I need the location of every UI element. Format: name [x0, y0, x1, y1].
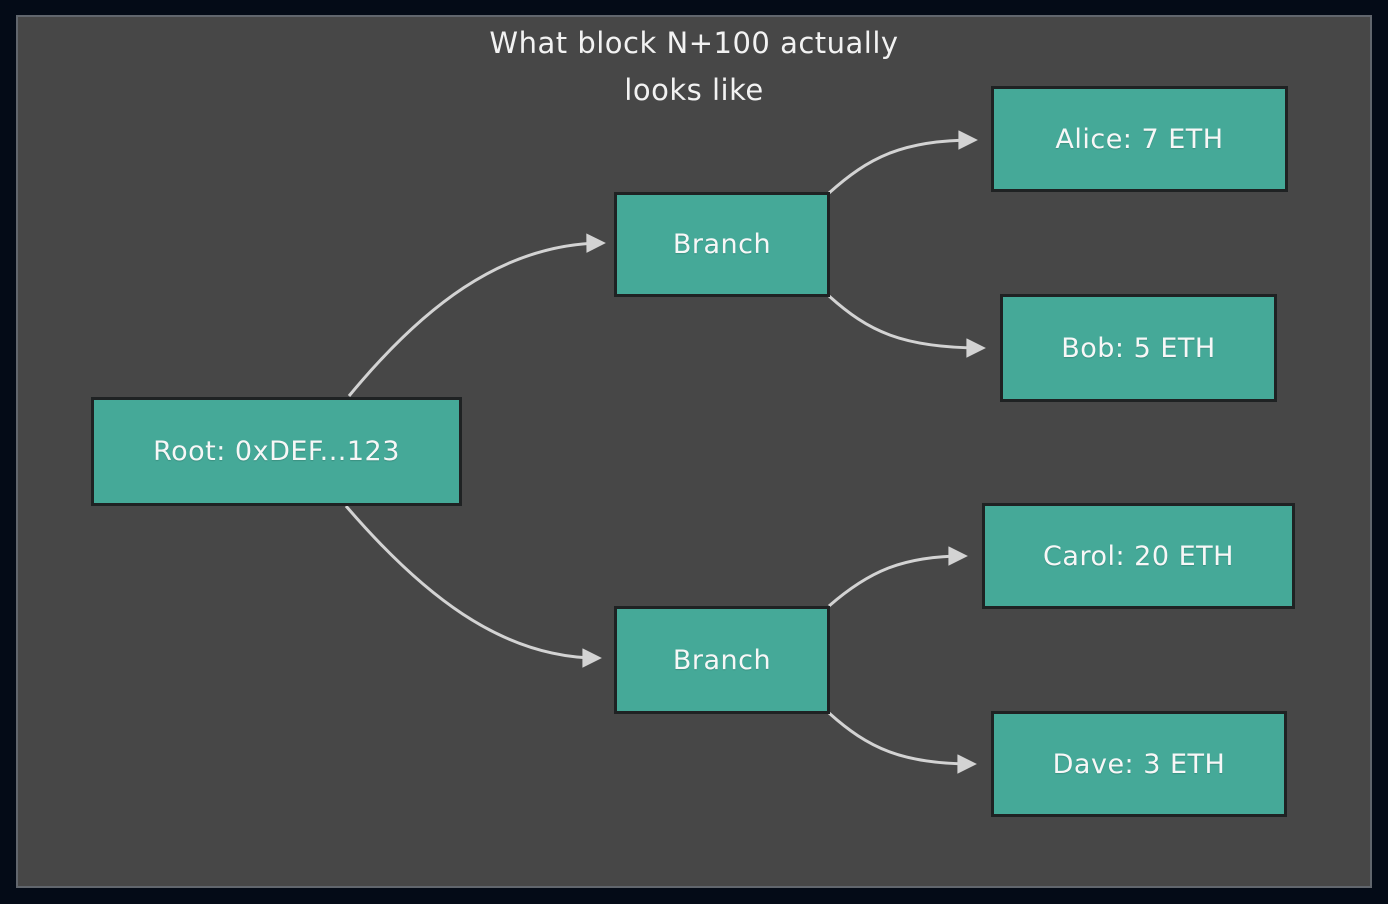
node-leaf-dave: Dave: 3 ETH — [991, 711, 1287, 817]
node-leaf-carol: Carol: 20 ETH — [982, 503, 1295, 609]
node-leaf-bob: Bob: 5 ETH — [1000, 294, 1277, 402]
node-branch-top: Branch — [614, 192, 830, 297]
node-branch-top-label: Branch — [672, 229, 772, 260]
node-leaf-bob-label: Bob: 5 ETH — [1061, 332, 1216, 364]
node-leaf-alice: Alice: 7 ETH — [991, 86, 1288, 192]
node-root-label: Root: 0xDEF...123 — [153, 436, 400, 467]
diagram-title-line-2: looks like — [624, 73, 764, 107]
node-root: Root: 0xDEF...123 — [91, 397, 462, 506]
node-leaf-carol-label: Carol: 20 ETH — [1043, 540, 1234, 572]
node-branch-bottom: Branch — [614, 606, 830, 714]
node-leaf-alice-label: Alice: 7 ETH — [1055, 123, 1224, 155]
node-leaf-dave-label: Dave: 3 ETH — [1052, 748, 1226, 780]
diagram-title: What block N+100 actually looks like — [16, 20, 1372, 114]
diagram-title-line-1: What block N+100 actually — [489, 26, 899, 60]
node-branch-bottom-label: Branch — [672, 644, 772, 676]
